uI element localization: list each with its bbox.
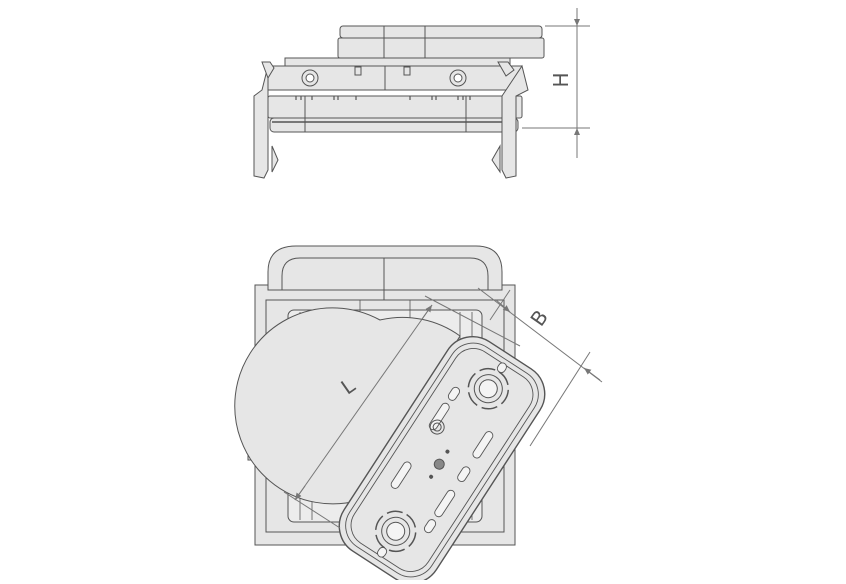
- suction-plate: [338, 336, 546, 584]
- dimension-b: [477, 287, 603, 447]
- dimension-h: [522, 8, 590, 158]
- dimension-l: [283, 295, 521, 529]
- side-view: [253, 25, 545, 179]
- label-h: H: [549, 72, 573, 87]
